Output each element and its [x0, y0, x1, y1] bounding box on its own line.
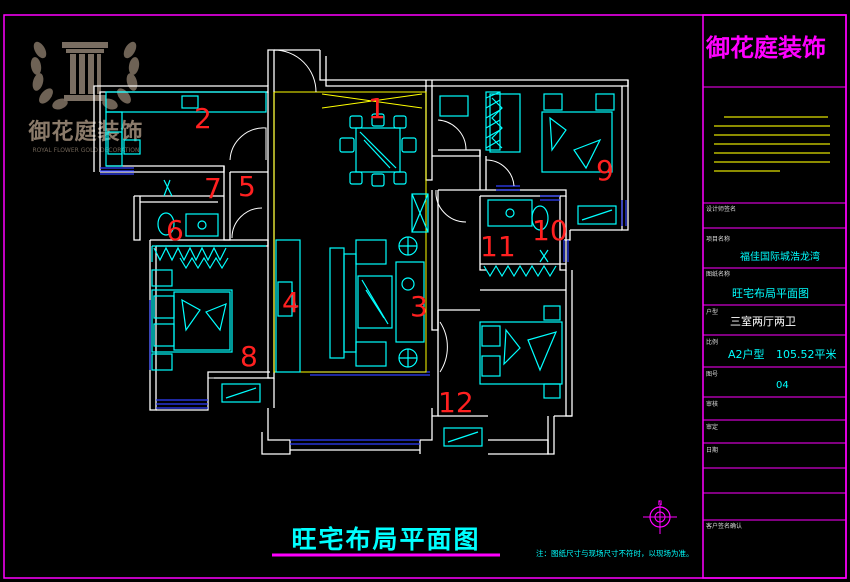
label-sign: 客户签名确认: [706, 522, 742, 530]
label-designer: 设计师签名: [706, 205, 736, 213]
room-number-10: 10: [532, 214, 568, 247]
sofa-set-icon: [329, 236, 425, 368]
storage-cabinet-icon: [411, 95, 469, 233]
label-sheet: 图号: [706, 371, 718, 378]
cabinet-hatch-icon: [485, 91, 501, 151]
drawing-note: 注：图纸尺寸与现场尺寸不符时，以现场为准。: [536, 548, 694, 558]
tv-cabinet-icon: [275, 239, 301, 373]
logo-name-cn: 御花庭装饰: [27, 119, 143, 145]
label-layout: 户型: [706, 308, 718, 316]
label-drawing: 图纸名称: [706, 270, 730, 278]
room-number-9: 9: [596, 154, 614, 187]
bed-icon-room-8: [151, 256, 233, 371]
room-numbers: 1 2 3 4 5 6 7 8 9 10 11 12: [166, 92, 614, 419]
title-block-layout: 三室两厅两卫: [730, 314, 796, 328]
room-number-5: 5: [238, 170, 256, 203]
room-number-8: 8: [240, 340, 258, 373]
room-number-1: 1: [368, 92, 386, 125]
compass-north-label: N: [658, 500, 663, 507]
doors: [208, 49, 515, 379]
title-block-unit-type: A2户型: [728, 347, 765, 361]
title-block-brand: 御花庭装饰: [705, 34, 826, 62]
ac-unit-icon: [221, 205, 617, 447]
title-block: 御花庭装饰 设计师签名 项目名称 图纸名称 户型 比例 图: [536, 34, 846, 558]
title-block-drawing: 旺宅布局平面图: [732, 286, 809, 300]
label-scale: 比例: [706, 338, 718, 346]
plan-title: 旺宅布局平面图: [291, 525, 480, 554]
label-date: 日期: [706, 446, 718, 454]
room-number-12: 12: [438, 386, 474, 419]
logo-name-en: ROYAL FLOWER GOLD DECORATION: [33, 147, 140, 154]
label-review: 审核: [706, 400, 718, 408]
label-approve: 审定: [706, 423, 718, 431]
company-logo: 御花庭装饰 ROYAL FLOWER GOLD DECORATION: [27, 41, 143, 154]
title-block-project: 福佳国际城浩龙湾: [740, 250, 820, 263]
title-block-frame: [702, 14, 847, 579]
room-number-4: 4: [282, 286, 300, 319]
kitchen-counter-icon: [105, 91, 267, 167]
room-number-11: 11: [480, 230, 516, 263]
pillar-icon: [62, 42, 108, 101]
living-zone-outline: [273, 91, 427, 373]
bathroom-fixtures-icon: [151, 179, 266, 262]
room-number-2: 2: [194, 102, 212, 135]
label-project: 项目名称: [706, 235, 730, 243]
title-block-area: 105.52平米: [776, 348, 837, 361]
room-number-7: 7: [204, 172, 222, 205]
room-number-6: 6: [166, 214, 184, 247]
dining-table-icon: [339, 113, 417, 187]
compass-icon: N: [643, 500, 677, 534]
bed-icon-room-12: [479, 264, 563, 399]
bathroom-fixtures-icon-2: [487, 199, 549, 263]
furniture: [105, 91, 617, 447]
title-block-sheet-no: 04: [776, 380, 789, 391]
room-number-3: 3: [410, 290, 428, 323]
title-block-notes-lines: [714, 116, 830, 172]
